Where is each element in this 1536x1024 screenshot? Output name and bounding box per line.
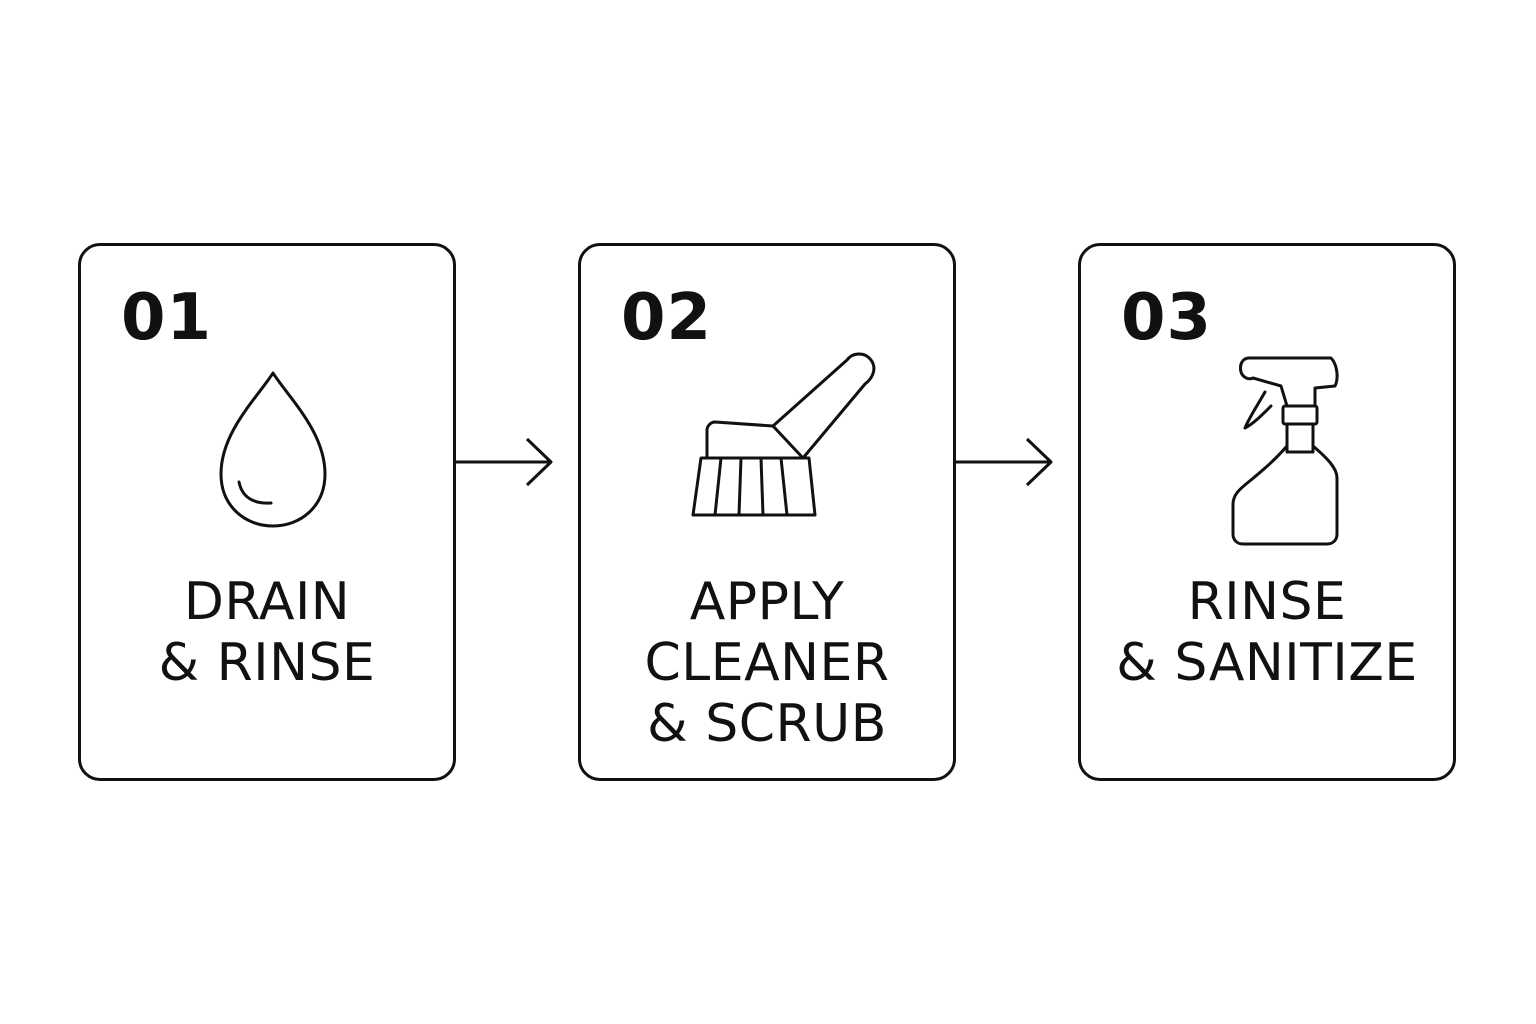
step-number: 02 xyxy=(621,281,713,355)
arrow-right-icon xyxy=(956,437,1053,487)
step-label: APPLY CLEANER & SCRUB xyxy=(644,572,890,754)
step-number: 03 xyxy=(1121,281,1213,355)
arrow-right-icon xyxy=(456,437,553,487)
step-label: DRAIN & RINSE xyxy=(158,572,376,693)
step-card-rinse-sanitize: 03 RINSE & SANITIZE xyxy=(1078,243,1456,781)
step-card-apply-cleaner-scrub: 02 APPLY CLEANER & SCRUB xyxy=(578,243,956,781)
step-label: RINSE & SANITIZE xyxy=(1116,572,1418,693)
step-card-drain-rinse: 01 DRAIN & RINSE xyxy=(78,243,456,781)
step-number: 01 xyxy=(121,281,213,355)
